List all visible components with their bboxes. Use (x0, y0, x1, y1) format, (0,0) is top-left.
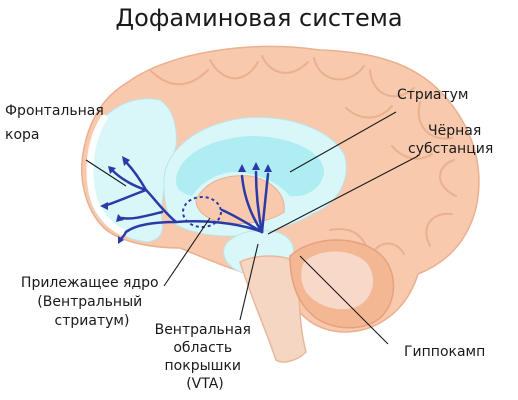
nucleus-accumbens-marker (182, 196, 222, 228)
label-striatum: Стриатум (397, 87, 469, 103)
label-nucleus-accumbens: Прилежащее ядро (Вентральный стриатум) (21, 275, 163, 329)
label-frontal-cortex: Фронтальная кора (5, 103, 108, 143)
diagram-title: Дофаминовая система (115, 4, 402, 32)
cerebellum-core (301, 251, 373, 310)
brainstem (239, 255, 307, 363)
label-vta: Вентральная область покрышки (VTA) (155, 322, 256, 392)
label-hippocampus: Гиппокамп (404, 344, 485, 360)
striatum-region (176, 136, 324, 197)
leader-lines (85, 111, 419, 345)
frontal-cortex-strip (86, 114, 126, 236)
pathway-arrowheads (100, 156, 272, 244)
label-substantia-nigra: Чёрная субстанция (408, 123, 493, 157)
